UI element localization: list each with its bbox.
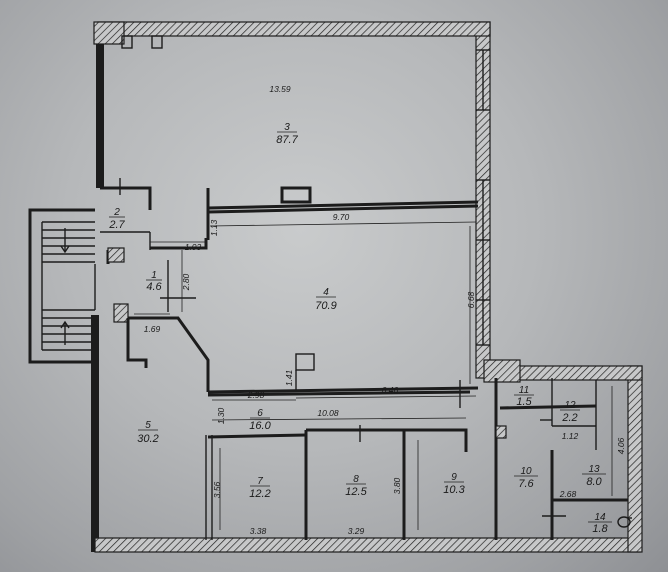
dim-3-29: 3.29 (348, 526, 365, 536)
dim-1-41: 1.41 (284, 369, 294, 386)
room-4-area: 70.9 (315, 300, 336, 312)
room-9-number: 9 (451, 472, 457, 483)
room-4-number: 4 (323, 287, 329, 298)
dim-2-80: 2.80 (181, 273, 191, 291)
dim-10-08: 10.08 (317, 408, 339, 418)
wall-top-main (97, 21, 491, 37)
dim-1-12: 1.12 (562, 431, 579, 441)
room-3: 3 87.7 (276, 122, 298, 146)
dim-1-30: 1.30 (216, 407, 226, 424)
dim-1-13: 1.13 (209, 219, 219, 236)
room-3-number: 3 (284, 122, 290, 133)
dim-1-03: 1.03 (185, 242, 202, 252)
room-13-number: 13 (588, 464, 600, 475)
room-labels: 1 4.6 2 2.7 3 87.7 4 70.9 5 (108, 122, 612, 535)
room-8-area: 12.5 (345, 486, 367, 498)
room-14-number: 14 (594, 512, 606, 523)
room-7-area: 12.2 (249, 488, 270, 500)
dim-9-70: 9.70 (333, 212, 350, 222)
room-6: 6 16.0 (249, 408, 271, 432)
room-5-number: 5 (145, 420, 151, 431)
room-6-area: 16.0 (249, 420, 271, 432)
dim-3-38: 3.38 (250, 526, 267, 536)
room-10: 10 7.6 (514, 466, 538, 490)
room-1-area: 4.6 (146, 281, 162, 293)
room-3-area: 87.7 (276, 134, 298, 146)
room-8-number: 8 (353, 474, 359, 485)
room-11-area: 1.5 (516, 396, 532, 408)
room-11-number: 11 (519, 385, 529, 396)
wall-bottom (94, 537, 641, 553)
dim-6-46: 6.46 (382, 385, 399, 395)
dim-3-56: 3.56 (212, 481, 222, 498)
room-12-number: 12 (564, 400, 576, 411)
room-9: 9 10.3 (443, 472, 465, 496)
room-5: 5 30.2 (137, 420, 158, 445)
room-12-area: 2.2 (561, 412, 577, 424)
dim-4-06: 4.06 (616, 437, 626, 454)
room-11: 11 1.5 (514, 385, 534, 408)
room-6-number: 6 (257, 408, 263, 419)
room-12: 12 2.2 (560, 400, 580, 424)
room-7: 7 12.2 (249, 476, 270, 500)
room-7-number: 7 (257, 476, 263, 487)
dim-3-80: 3.80 (392, 477, 402, 494)
interior-walls (100, 178, 632, 540)
room-2: 2 2.7 (108, 207, 125, 231)
dim-2-98: 2.98 (247, 390, 265, 400)
room-13: 13 8.0 (582, 464, 606, 488)
room-1: 1 4.6 (146, 270, 163, 293)
room-9-area: 10.3 (443, 484, 465, 496)
room-10-area: 7.6 (518, 478, 534, 490)
dimension-lines (134, 221, 613, 530)
outer-walls (91, 21, 643, 553)
dim-6-68: 6.68 (466, 291, 476, 308)
dim-2-68: 2.68 (559, 489, 577, 499)
wall-top-left-corner (93, 21, 125, 45)
room-8: 8 12.5 (345, 474, 367, 498)
room-13-area: 8.0 (586, 476, 602, 488)
room-2-area: 2.7 (108, 219, 125, 231)
room-14-area: 1.8 (592, 523, 608, 535)
entrance-stairs (28, 208, 96, 364)
room-5-area: 30.2 (137, 433, 158, 445)
room-14: 14 1.8 (588, 512, 612, 535)
room-1-number: 1 (151, 270, 157, 281)
room-10-number: 10 (520, 466, 532, 477)
dim-13-59: 13.59 (269, 84, 291, 94)
room-2-number: 2 (113, 207, 120, 218)
room-4: 4 70.9 (315, 287, 336, 312)
dim-1-69: 1.69 (144, 324, 161, 334)
dimension-labels: 13.59 9.70 1.03 1.13 2.80 1.69 6.68 2.98… (144, 84, 626, 536)
wall-top-annex (517, 365, 643, 381)
wall-annex-junction (483, 359, 521, 383)
